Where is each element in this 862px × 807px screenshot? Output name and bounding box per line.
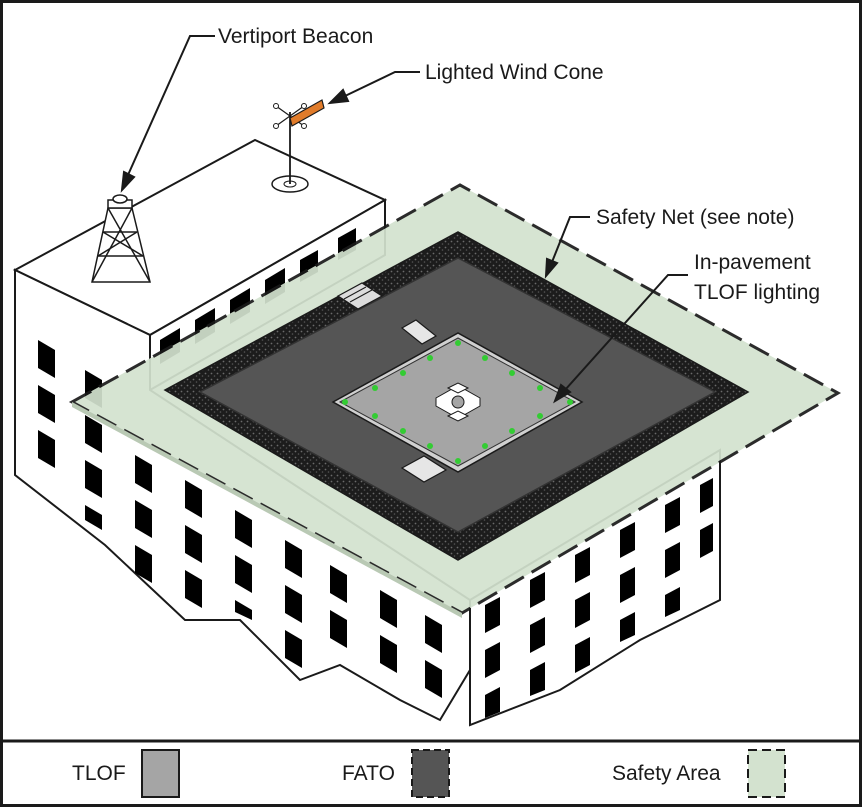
tlof-marking xyxy=(435,382,481,422)
tlof-lights xyxy=(342,340,573,464)
callout-leaders xyxy=(120,35,688,404)
legend: TLOF FATO Safety Area xyxy=(72,749,786,798)
legend-label-fato: FATO xyxy=(342,762,395,785)
callout-vertiport-beacon: Vertiport Beacon xyxy=(218,25,373,48)
legend-label-safety-area: Safety Area xyxy=(612,762,721,785)
legend-swatch-fato xyxy=(411,749,450,798)
rooftop-access-stair xyxy=(336,282,384,310)
callout-tlof-lighting-line1: In-pavement xyxy=(694,251,811,274)
right-facade-windows xyxy=(485,478,713,718)
safety-area-lip xyxy=(72,402,462,618)
callout-safety-net: Safety Net (see note) xyxy=(596,206,794,229)
tlof-ramp-bottom xyxy=(400,455,448,483)
callout-tlof-lighting-line2: TLOF lighting xyxy=(694,281,820,304)
legend-label-tlof: TLOF xyxy=(72,762,126,785)
callout-lighted-wind-cone: Lighted Wind Cone xyxy=(425,61,604,84)
legend-swatch-safety-area xyxy=(747,749,786,798)
vertiport-beacon-icon xyxy=(91,194,151,283)
wind-cone-icon xyxy=(271,99,325,193)
legend-swatch-tlof xyxy=(141,749,180,798)
left-facade-windows xyxy=(38,340,442,698)
tlof-ramp-top xyxy=(400,319,438,345)
